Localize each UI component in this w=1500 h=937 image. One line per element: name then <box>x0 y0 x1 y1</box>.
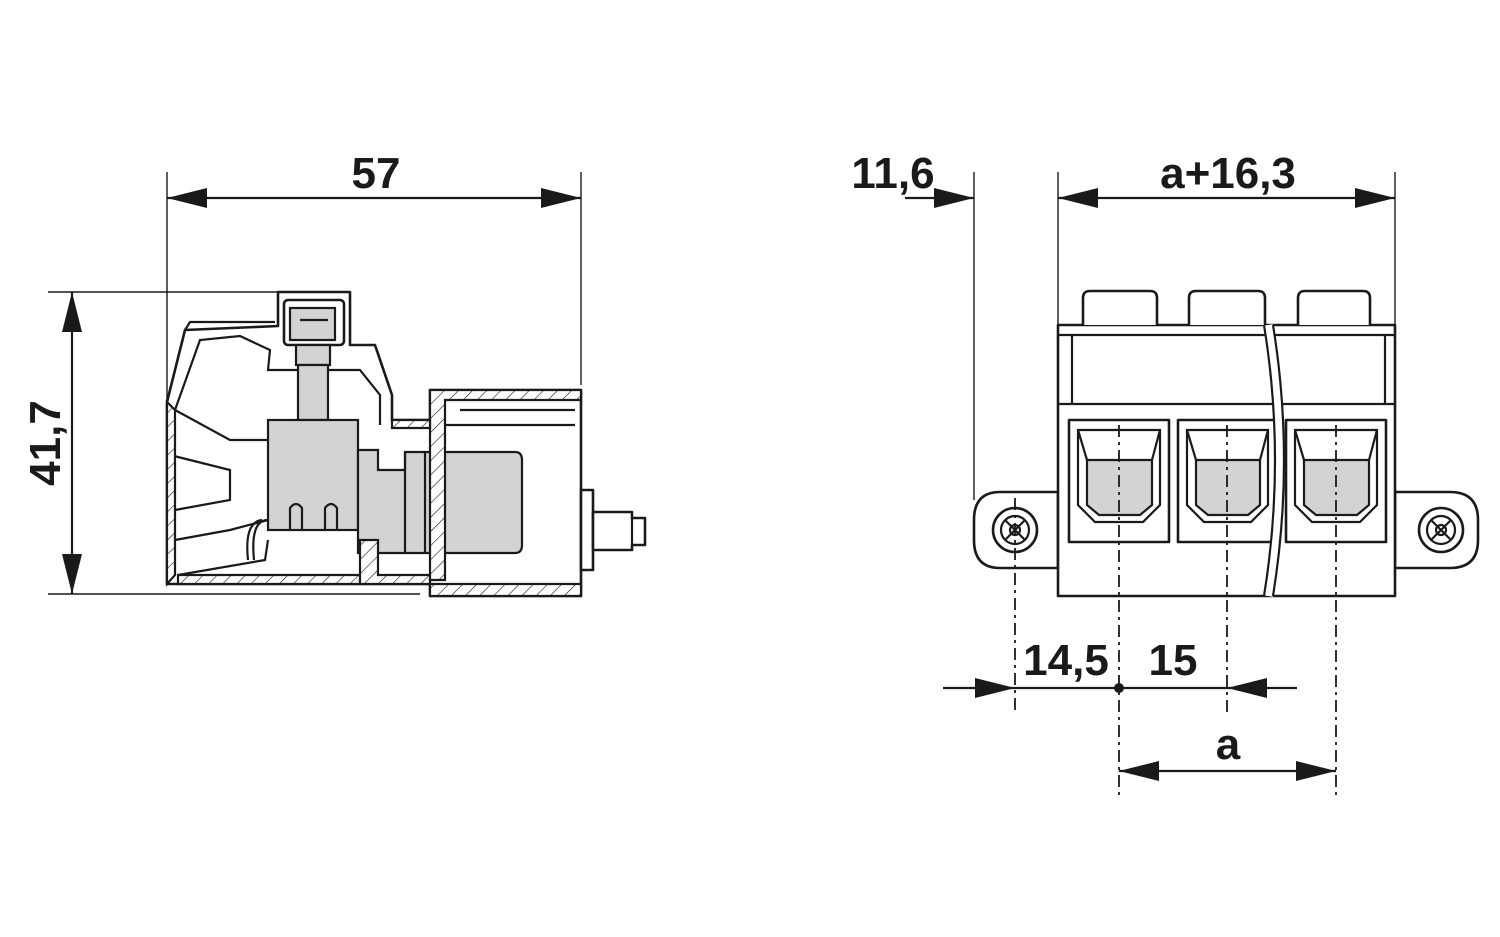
flange-screw-right-icon <box>1417 506 1465 554</box>
connector-side-profile <box>165 290 647 598</box>
offset-label: 11,6 <box>851 149 934 198</box>
span-label: a <box>1216 720 1241 769</box>
dimension-width-57: 57 <box>166 149 582 402</box>
width-label: 57 <box>352 149 401 198</box>
dimension-span-a: a <box>1119 720 1336 781</box>
center-lines <box>1014 425 1337 795</box>
front-view: 11,6 a+16,3 <box>851 149 1480 795</box>
dimension-offset-11-6: 11,6 <box>851 149 1059 500</box>
total-label: a+16,3 <box>1160 149 1296 198</box>
pole-opening-2 <box>1176 418 1278 544</box>
connector-front-body <box>972 289 1480 598</box>
pitch-label: 15 <box>1149 636 1198 685</box>
side-view: 57 41,7 <box>21 149 647 598</box>
height-label: 41,7 <box>21 400 70 486</box>
dimension-flange-pitch: 14,5 15 <box>943 636 1297 698</box>
dimension-total-a-16-3: a+16,3 <box>1058 149 1396 325</box>
pole-opening-3 <box>1284 418 1388 544</box>
dimension-height-41-7: 41,7 <box>21 291 420 595</box>
flange-pitch-label: 14,5 <box>1023 636 1109 685</box>
